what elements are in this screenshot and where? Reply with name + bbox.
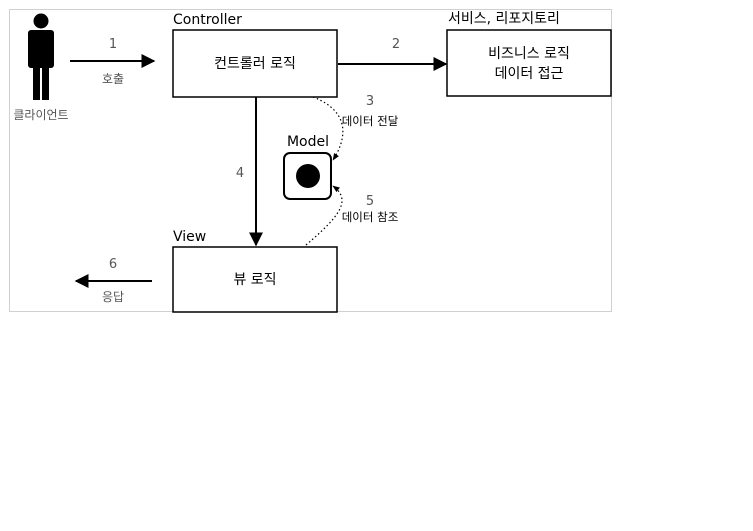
step-5-label: 데이터 참조	[342, 210, 399, 224]
step-1-number: 1	[109, 37, 117, 52]
step-6-number: 6	[109, 257, 117, 272]
step-1-label: 호출	[102, 72, 124, 86]
step-6-label: 응답	[102, 290, 124, 304]
service-box	[446, 29, 612, 97]
model-title: Model	[287, 134, 329, 150]
controller-title: Controller	[173, 12, 242, 28]
client-label: 클라이언트	[13, 108, 68, 122]
arrow-5-data-reference	[305, 185, 343, 246]
step-3-label: 데이터 전달	[342, 114, 399, 128]
service-line-2: 데이터 접근	[495, 66, 564, 82]
controller-box	[172, 29, 338, 98]
step-3-number: 3	[366, 94, 374, 109]
step-5-number: 5	[366, 194, 374, 209]
step-4-number: 4	[236, 166, 244, 181]
view-box-label: 뷰 로직	[233, 272, 276, 288]
arrow-3-data-pass	[312, 96, 344, 161]
client-person-icon	[28, 13, 54, 100]
view-title: View	[173, 229, 206, 245]
controller-box-label: 컨트롤러 로직	[214, 56, 296, 72]
service-title: 서비스, 리포지토리	[448, 11, 560, 27]
model-dot-icon	[296, 164, 320, 188]
service-line-1: 비즈니스 로직	[488, 46, 570, 62]
view-box	[172, 246, 338, 313]
step-2-number: 2	[392, 37, 400, 52]
